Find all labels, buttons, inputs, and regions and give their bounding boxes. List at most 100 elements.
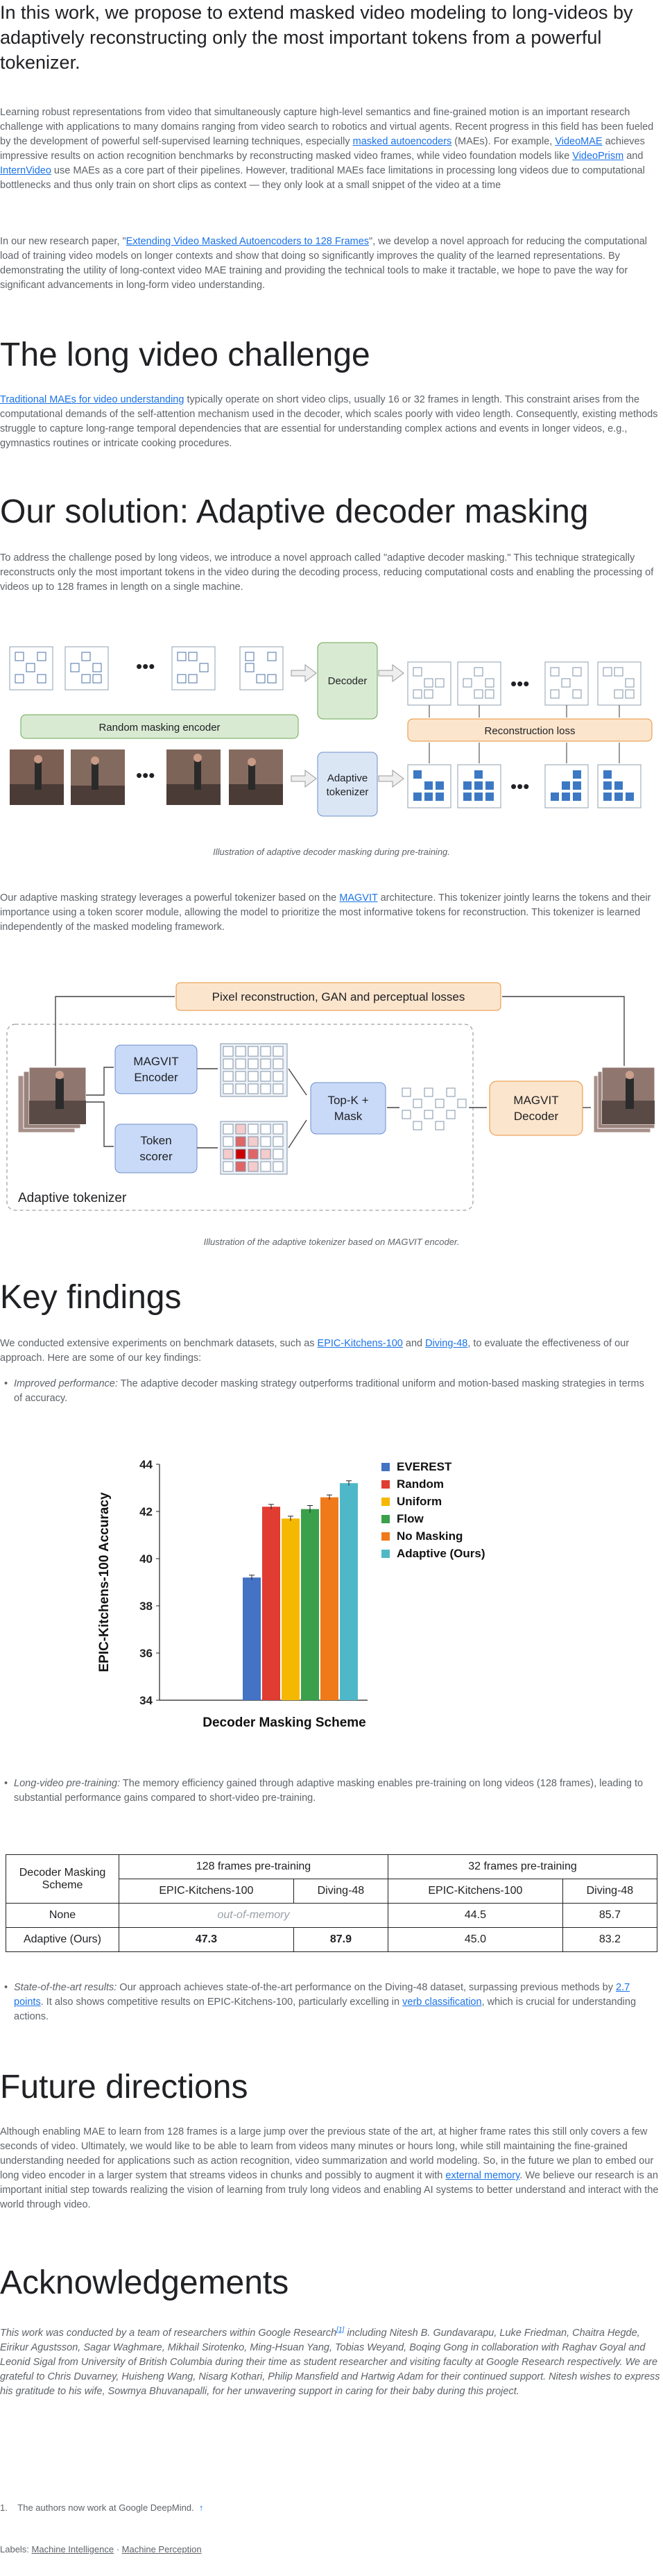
videomae-link[interactable]: VideoMAE — [555, 136, 603, 147]
y-tick-label: 42 — [139, 1505, 153, 1518]
y-axis-title: EPIC-Kitchens-100 Accuracy — [97, 1492, 112, 1672]
adaptive-tokenizer-label: Adaptive tokenizer — [18, 1191, 127, 1205]
solution-heading: Our solution: Adaptive decoder masking — [0, 493, 589, 530]
target-token-grids — [407, 764, 642, 808]
legend-swatch — [381, 1480, 390, 1489]
score-heatmap — [220, 1121, 288, 1175]
label-machine-intelligence[interactable]: Machine Intelligence — [31, 2544, 114, 2554]
arrow-to-output-icon — [378, 664, 404, 682]
legend-swatch — [381, 1498, 390, 1506]
loss-feedback-arrows — [55, 996, 625, 1066]
magvit-encoder-box — [114, 1044, 198, 1094]
back-to-reference-icon[interactable]: ↑ — [198, 2502, 204, 2513]
future-paragraph: Although enabling MAE to learn from 128 … — [0, 2125, 663, 2212]
ack-heading: Acknowledgements — [0, 2264, 289, 2301]
intro-text: achieves impressive results on action re… — [0, 136, 645, 162]
diving48-link[interactable]: Diving-48 — [425, 1338, 468, 1349]
adaptive-tokenizer-figure: Pixel reconstruction, GAN and perceptual… — [6, 982, 655, 1211]
table-cell: 47.3 — [119, 1927, 294, 1952]
footnote-text: The authors now work at Google DeepMind. — [17, 2502, 194, 2513]
loss-label: Reconstruction loss — [485, 725, 576, 737]
magvit-link[interactable]: MAGVIT — [339, 892, 378, 904]
bar-flow — [301, 1509, 319, 1700]
ellipsis-top: ••• — [136, 656, 155, 677]
points-link[interactable]: 2.7 points — [14, 1982, 630, 2008]
challenge-paragraph: Traditional MAEs for video understanding… — [0, 393, 663, 451]
output-frames — [593, 1067, 655, 1133]
bar-everest — [243, 1577, 261, 1700]
y-tick-label: 34 — [139, 1694, 153, 1707]
intro-text: ", we develop a novel approach for reduc… — [0, 236, 647, 291]
verb-classification-link[interactable]: verb classification — [402, 1997, 482, 2008]
ellipsis-targets: ••• — [510, 776, 529, 797]
scheme-header-line2: Scheme — [42, 1879, 83, 1891]
legend-swatch — [381, 1532, 390, 1541]
input-frames — [17, 1067, 87, 1133]
intro-paragraph-1: Learning robust representations from vid… — [0, 105, 663, 193]
ellipsis-output: ••• — [510, 673, 529, 694]
subheader-cell: EPIC-Kitchens-100 — [119, 1879, 294, 1904]
table-cell: None — [6, 1903, 119, 1928]
ellipsis-bottom: ••• — [136, 765, 155, 786]
paper-link[interactable]: Extending Video Masked Autoencoders to 1… — [126, 236, 370, 247]
y-tick-label: 44 — [139, 1458, 153, 1471]
out-of-memory-cell: out-of-memory — [119, 1903, 388, 1928]
solution-paragraph: To address the challenge posed by long v… — [0, 552, 654, 593]
figure1-caption: Illustration of adaptive decoder masking… — [213, 847, 450, 857]
video-frames — [10, 749, 283, 805]
magvit-paragraph: Our adaptive masking strategy leverages … — [0, 891, 663, 935]
tokenizer-dashed-boundary — [6, 1024, 474, 1211]
legend-swatch — [381, 1550, 390, 1558]
topk-label-1: Top-K + — [327, 1094, 368, 1107]
intro-text: Learning robust representations from vid… — [0, 107, 654, 147]
masked-autoencoders-link[interactable]: masked autoencoders — [352, 136, 452, 147]
legend-label: EVEREST — [397, 1460, 452, 1473]
subheader-cell: EPIC-Kitchens-100 — [387, 1879, 563, 1904]
finding-title: Long-video pre-training: — [14, 1778, 121, 1789]
finding-improved-performance: Improved performance: The adaptive decod… — [4, 1377, 652, 1406]
losses-box — [175, 982, 501, 1011]
intro-text: (MAEs). For example, — [451, 136, 556, 147]
legend-label: No Masking — [397, 1530, 463, 1543]
figure2-caption: Illustration of the adaptive tokenizer b… — [203, 1237, 460, 1247]
finding-text: Our approach achieves state-of-the-art p… — [117, 1982, 617, 1993]
videoprism-link[interactable]: VideoPrism — [572, 151, 624, 162]
future-heading: Future directions — [0, 2069, 248, 2105]
label-machine-perception[interactable]: Machine Perception — [121, 2544, 202, 2554]
adaptive-decoder-masking-figure: ••• Random masking encoder ••• Decoder A… — [9, 642, 653, 817]
challenge-text: typically operate on short video clips, … — [0, 394, 658, 449]
encoder-label: Random masking encoder — [98, 722, 220, 734]
footnote-number: 1. — [0, 2502, 8, 2513]
epic-kitchens-link[interactable]: EPIC-Kitchens-100 — [317, 1338, 403, 1349]
legend-label: Random — [397, 1477, 444, 1491]
bar-uniform — [282, 1518, 300, 1700]
traditional-maes-link[interactable]: Traditional MAEs for video understanding — [0, 394, 184, 405]
footnote-ref-link[interactable]: [1] — [336, 2326, 345, 2334]
adaptive-tokenizer-box — [317, 752, 378, 817]
intro-text: use MAEs as a core part of their pipelin… — [0, 165, 645, 191]
table-row: None out-of-memory 44.5 85.7 — [6, 1903, 658, 1928]
finding-long-video: Long-video pre-training: The memory effi… — [4, 1777, 652, 1806]
table-cell: 87.9 — [293, 1927, 388, 1952]
ack-text: This work was conducted by a team of res… — [0, 2327, 337, 2339]
legend-label: Uniform — [397, 1495, 442, 1508]
intro-text: and — [623, 151, 644, 162]
finding-sota: State-of-the-art results: Our approach a… — [4, 1981, 652, 2024]
bar-adaptive-ours — [340, 1483, 358, 1700]
table-cell: 83.2 — [562, 1927, 658, 1952]
intro-paragraph-2: In our new research paper, "Extending Vi… — [0, 235, 663, 293]
tokenizer-label-1: Adaptive — [327, 772, 368, 784]
external-memory-link[interactable]: external memory — [445, 2170, 520, 2181]
reconstructed-grids — [407, 661, 642, 706]
legend-swatch — [381, 1463, 390, 1471]
y-tick-label: 36 — [139, 1647, 153, 1660]
table-cell: 44.5 — [387, 1903, 563, 1928]
magvit-decoder-box — [489, 1081, 583, 1136]
decoder2-label-1: MAGVIT — [513, 1094, 558, 1107]
table-row: Adaptive (Ours) 47.3 87.9 45.0 83.2 — [6, 1927, 658, 1952]
scorer-label-1: Token — [140, 1134, 171, 1147]
scheme-header-line1: Decoder Masking — [19, 1866, 106, 1879]
internvideo-link[interactable]: InternVideo — [0, 165, 51, 176]
